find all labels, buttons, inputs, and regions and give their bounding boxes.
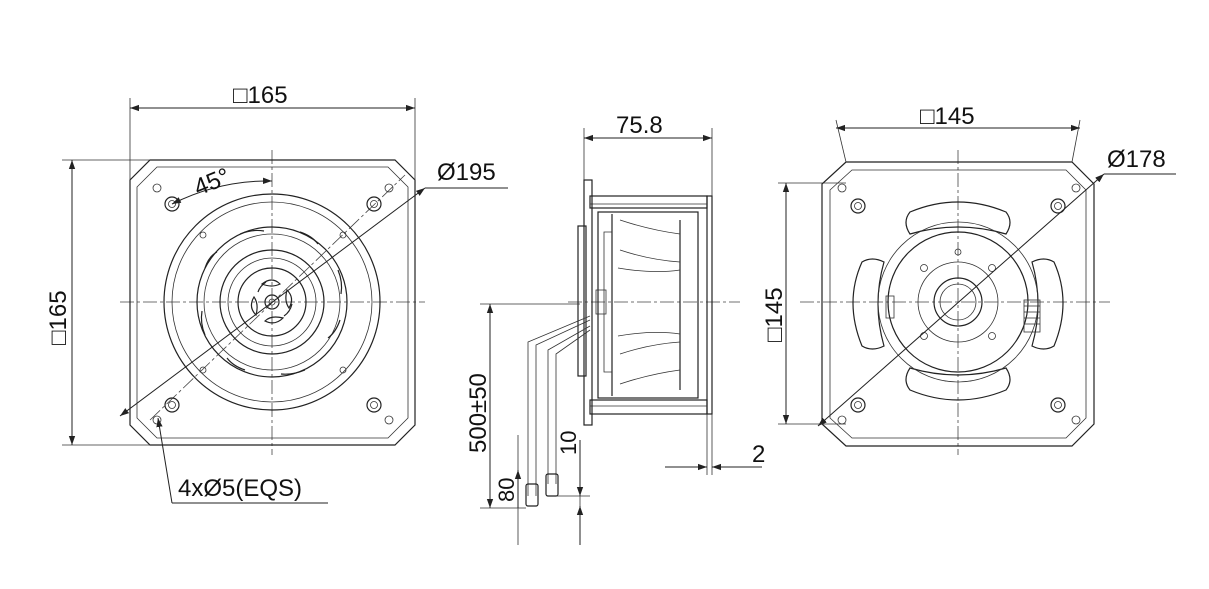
- flange-dim: 2: [752, 441, 765, 468]
- front-view: □165 □165 Ø195 45° 4xØ5(EQS): [45, 82, 508, 504]
- cables: [527, 315, 591, 496]
- side-flange: [706, 195, 713, 415]
- front-width-dim: □165: [233, 82, 288, 109]
- rear-width-dim: □145: [920, 103, 975, 130]
- depth-dim: 75.8: [616, 112, 663, 139]
- cable-length-dim: 500±50: [465, 373, 492, 453]
- front-diameter-dim: Ø195: [437, 159, 496, 186]
- front-mount-holes: [152, 183, 394, 425]
- holes-dim: 4xØ5(EQS): [178, 475, 302, 502]
- front-height-dim: □165: [45, 290, 72, 345]
- rear-view: Ø178 □145 □145: [761, 103, 1176, 455]
- tip-dim: 10: [556, 431, 581, 455]
- rear-mount-holes: [837, 183, 1081, 425]
- angle-dim: 45°: [190, 163, 234, 202]
- strip-dim: 80: [494, 478, 519, 502]
- rear-diameter-dim: Ø178: [1107, 146, 1166, 173]
- side-view: 75.8 500±50 80 10 2: [465, 112, 765, 545]
- rear-height-dim: □145: [761, 287, 788, 342]
